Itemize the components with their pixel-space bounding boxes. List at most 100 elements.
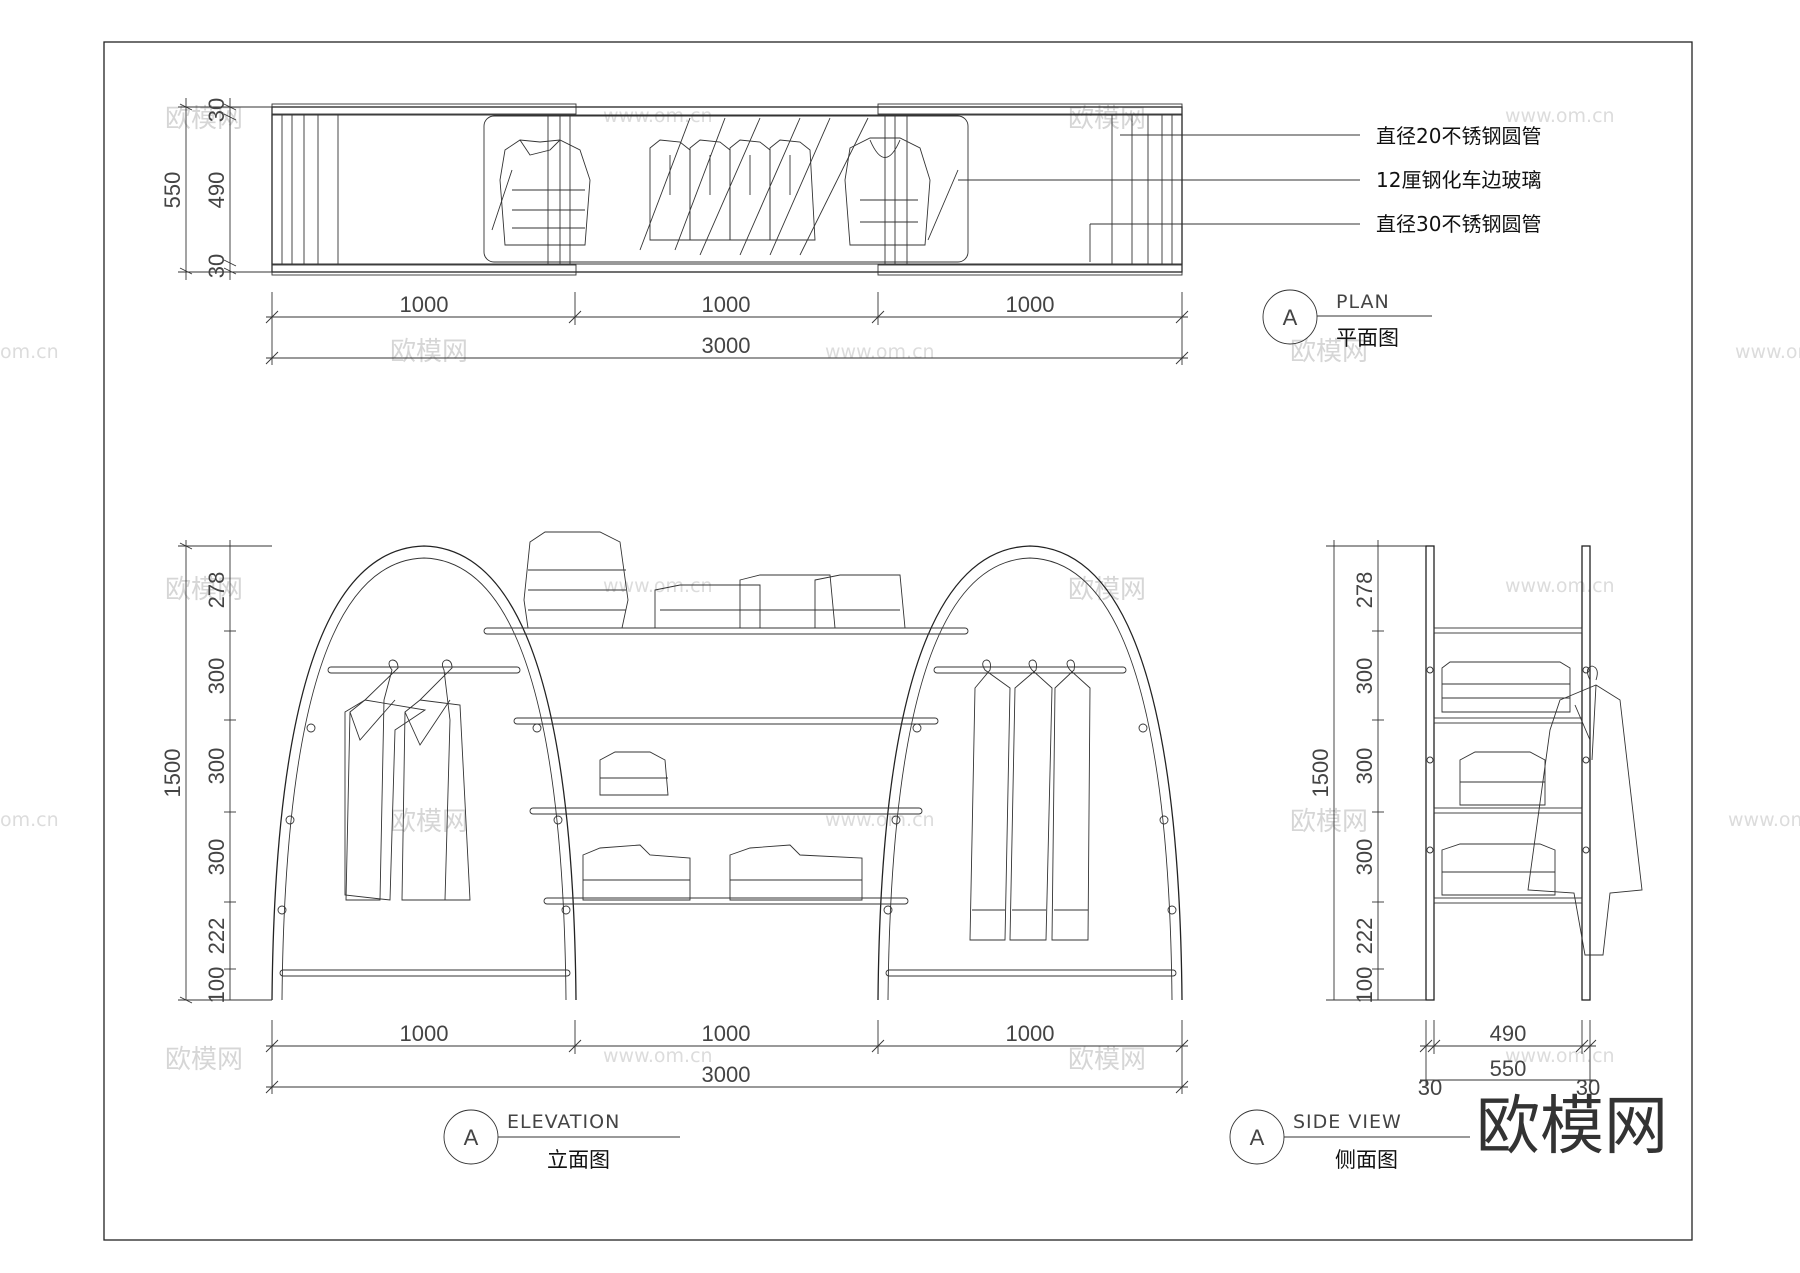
side-height-part: 100 bbox=[1352, 967, 1377, 1004]
plan-folded-shirt bbox=[499, 139, 591, 246]
folded-shirts-top bbox=[523, 531, 906, 629]
watermark-url: om.cn bbox=[0, 341, 59, 363]
side-horizontal-dims bbox=[1419, 1020, 1597, 1086]
watermark-url: www.om.cn bbox=[825, 341, 935, 363]
watermark-url: www.om.cn bbox=[1505, 575, 1615, 597]
hanging-trousers bbox=[969, 659, 1091, 941]
watermark-text: 欧模网 bbox=[165, 1045, 243, 1075]
watermark-text: 欧模网 bbox=[390, 337, 468, 367]
watermark-url: om.cn bbox=[0, 809, 59, 831]
hanging-rail-left bbox=[327, 666, 521, 674]
section-marker: A bbox=[464, 1125, 479, 1150]
side-height-part: 300 bbox=[1352, 658, 1377, 695]
side-view bbox=[1425, 545, 1643, 1001]
bottom-bar-left bbox=[279, 969, 571, 977]
elevation-width: 1000 bbox=[702, 1021, 751, 1046]
elevation-vertical-dims bbox=[178, 540, 272, 1004]
elevation-height-part: 300 bbox=[204, 839, 229, 876]
watermark-text: 欧模网 bbox=[390, 807, 468, 837]
elevation-height-part: 278 bbox=[204, 572, 229, 609]
shelf bbox=[543, 897, 909, 905]
view-label-en: PLAN bbox=[1336, 291, 1390, 313]
plan-width-total: 3000 bbox=[702, 333, 751, 358]
side-inner-width: 490 bbox=[1490, 1021, 1527, 1046]
right-arch bbox=[877, 545, 1183, 1001]
plan-polo-shirts bbox=[649, 139, 816, 241]
glass-hatch bbox=[491, 117, 959, 256]
bottom-bar-right bbox=[885, 969, 1177, 977]
view-title-cn: 侧面图 bbox=[1335, 1148, 1398, 1172]
shelf bbox=[529, 807, 923, 815]
callout-label: 直径20不锈钢圆管 bbox=[1376, 124, 1541, 148]
elevation-width-total: 3000 bbox=[702, 1062, 751, 1087]
side-height-part: 300 bbox=[1352, 839, 1377, 876]
side-vertical-dims bbox=[1326, 540, 1426, 1001]
elevation-height-total: 1500 bbox=[160, 749, 185, 798]
elevation-height-part: 300 bbox=[204, 748, 229, 785]
side-height-part: 300 bbox=[1352, 748, 1377, 785]
plan-depth-part: 490 bbox=[204, 172, 229, 209]
section-marker: A bbox=[1250, 1125, 1265, 1150]
left-arch bbox=[271, 545, 577, 1001]
side-height-total: 1500 bbox=[1308, 749, 1333, 798]
view-title-cn: 平面图 bbox=[1336, 326, 1399, 350]
plan-tube-left bbox=[271, 103, 577, 276]
side-hanging-jacket bbox=[1527, 665, 1643, 956]
hanging-rail-right bbox=[933, 666, 1127, 674]
hanging-jackets bbox=[344, 659, 471, 901]
shelf bbox=[483, 627, 969, 635]
side-height-part: 222 bbox=[1352, 918, 1377, 955]
side-shelf bbox=[1433, 807, 1583, 814]
elevation-height-part: 222 bbox=[204, 918, 229, 955]
site-logo: 欧模网 bbox=[1476, 1090, 1668, 1164]
watermark-url: www.om.cn bbox=[825, 809, 935, 831]
section-marker-circle bbox=[1262, 289, 1318, 345]
elevation-width: 1000 bbox=[400, 1021, 449, 1046]
side-post-left bbox=[1425, 545, 1435, 1001]
elevation-height-part: 300 bbox=[204, 658, 229, 695]
plan-sweater bbox=[844, 137, 931, 246]
side-shelf bbox=[1433, 717, 1583, 724]
view-label-en: SIDE VIEW bbox=[1293, 1111, 1402, 1133]
elevation-view bbox=[271, 531, 1183, 1001]
arch-bolts bbox=[277, 723, 1177, 915]
elevation-horizontal-dims bbox=[265, 1020, 1189, 1094]
watermark-text: 欧模网 bbox=[1290, 807, 1368, 837]
plan-depth-total: 550 bbox=[160, 172, 185, 209]
callout-leaders bbox=[958, 134, 1360, 262]
watermark-url: www.om.cn bbox=[1728, 809, 1800, 831]
plan-title-block: A PLAN 平面图 bbox=[1262, 289, 1432, 350]
elevation-title-block: A ELEVATION 立面图 bbox=[443, 1109, 680, 1172]
plan-horizontal-dims bbox=[265, 292, 1189, 365]
view-label-en: ELEVATION bbox=[507, 1111, 620, 1133]
plan-vertical-dims bbox=[178, 98, 272, 280]
callout-label: 直径30不锈钢圆管 bbox=[1376, 212, 1541, 236]
plan-view bbox=[271, 103, 1183, 276]
plan-width: 1000 bbox=[702, 292, 751, 317]
section-marker: A bbox=[1283, 305, 1298, 330]
plan-depth-part: 30 bbox=[204, 254, 229, 278]
glass-panel bbox=[483, 115, 969, 263]
sheet-border bbox=[103, 41, 1693, 1241]
side-shelf bbox=[1433, 627, 1583, 634]
watermarks: 欧模网 www.om.cn 欧模网 www.om.cn om.cn 欧模网 ww… bbox=[0, 104, 1800, 1075]
side-bolts bbox=[1426, 666, 1590, 854]
side-height-part: 278 bbox=[1352, 572, 1377, 609]
side-post-right bbox=[1581, 545, 1591, 1001]
side-shelf bbox=[1433, 897, 1583, 904]
plan-width: 1000 bbox=[1006, 292, 1055, 317]
watermark-url: www.om.cn bbox=[1505, 105, 1615, 127]
watermark-text: 欧模网 bbox=[1068, 1045, 1146, 1075]
side-edge-width: 30 bbox=[1576, 1075, 1600, 1100]
watermark-url: www.om.cn bbox=[1735, 341, 1800, 363]
elevation-width: 1000 bbox=[1006, 1021, 1055, 1046]
side-total-width: 550 bbox=[1490, 1056, 1527, 1081]
elevation-height-part: 100 bbox=[204, 967, 229, 1004]
plan-depth-part: 30 bbox=[204, 98, 229, 122]
plan-tube-right bbox=[877, 103, 1183, 276]
watermark-url: www.om.cn bbox=[603, 1045, 713, 1067]
watermark-url: www.om.cn bbox=[1505, 1045, 1615, 1067]
shelf bbox=[513, 717, 939, 725]
view-title-cn: 立面图 bbox=[547, 1148, 610, 1172]
